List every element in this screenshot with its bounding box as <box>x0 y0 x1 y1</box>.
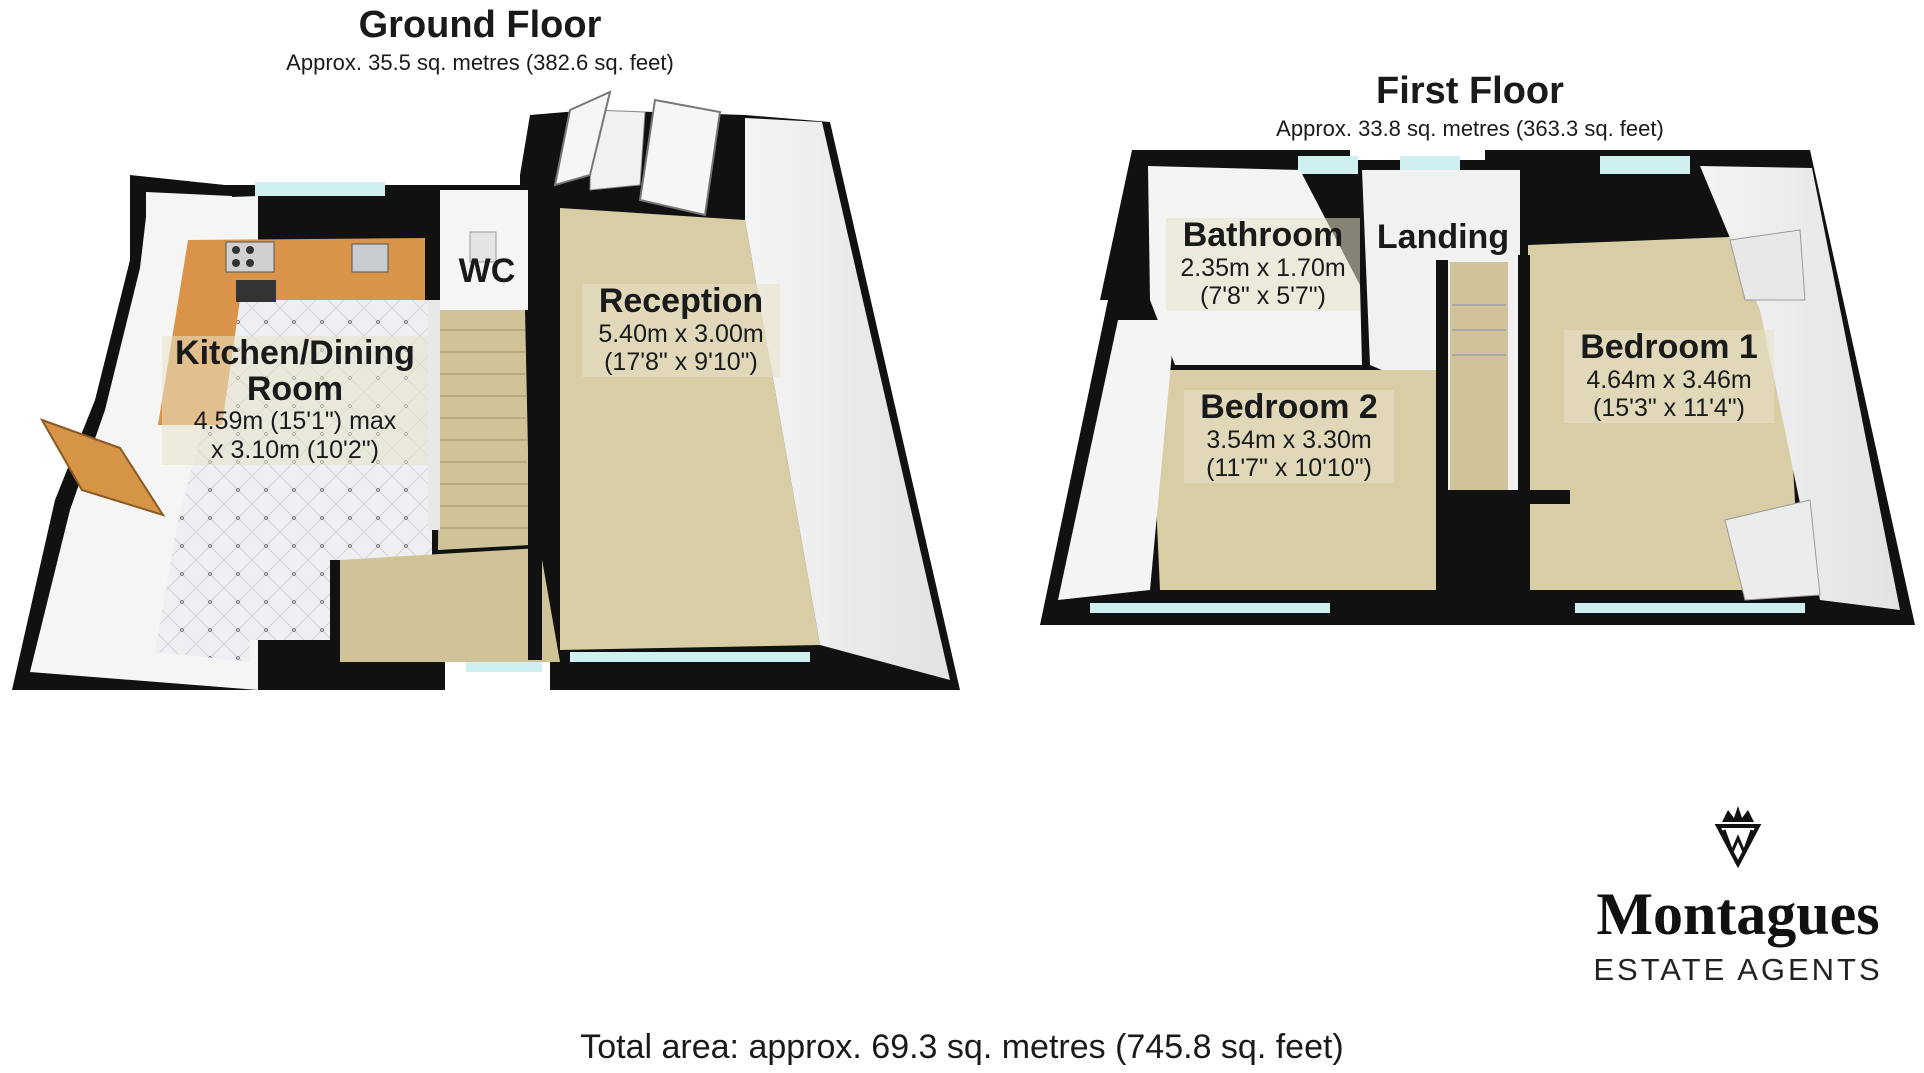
brand-name: Montagues <box>1596 881 1880 947</box>
bathroom-label: Bathroom 2.35m x 1.70m (7'8" x 5'7") <box>1166 216 1360 312</box>
first-floor-title: First Floor <box>1376 70 1564 112</box>
bedroom-2-label: Bedroom 2 3.54m x 3.30m (11'7" x 10'10") <box>1184 388 1394 484</box>
total-area: Total area: approx. 69.3 sq. metres (745… <box>580 1028 1344 1066</box>
reception-label: Reception 5.40m x 3.00m (17'8" x 9'10") <box>582 282 780 378</box>
bathroom-dimension-2: (7'8" x 5'7") <box>1200 282 1326 311</box>
front-door <box>39 418 166 517</box>
bedroom-1-dimension-2: (15'3" x 11'4") <box>1593 394 1745 423</box>
bedroom-2-dimension-1: 3.54m x 3.30m <box>1206 425 1372 454</box>
ground-floor-title: Ground Floor <box>358 4 602 46</box>
first-floor-area: Approx. 33.8 sq. metres (363.3 sq. feet) <box>1276 116 1664 141</box>
kitchen-dimension-2: x 3.10m (10'2") <box>211 436 379 465</box>
bedroom-1-label: Bedroom 1 4.64m x 3.46m (15'3" x 11'4") <box>1564 328 1774 424</box>
staircase <box>438 310 530 550</box>
wc-label: WC <box>446 252 528 290</box>
wc-name: WC <box>458 252 516 290</box>
landing-label: Landing <box>1368 218 1518 256</box>
ground-floor-area: Approx. 35.5 sq. metres (382.6 sq. feet) <box>286 50 674 75</box>
ground-floor-plan <box>12 90 960 690</box>
bedroom-1-name: Bedroom 1 <box>1580 328 1758 366</box>
reception-name: Reception <box>598 282 764 320</box>
bathroom-name: Bathroom <box>1182 216 1344 254</box>
bedroom-1-dimension-1: 4.64m x 3.46m <box>1586 365 1752 394</box>
kitchen-name-line2: Room <box>246 369 344 408</box>
montagues-crown-logo-icon <box>1714 806 1762 869</box>
brand-tagline: ESTATE AGENTS <box>1593 952 1883 987</box>
bedroom-2-dimension-2: (11'7" x 10'10") <box>1206 454 1372 483</box>
kitchen-dining-label: Kitchen/Dining Room 4.59m (15'1") max x … <box>162 334 428 465</box>
reception-dimension-2: (17'8" x 9'10") <box>604 348 758 377</box>
landing-name: Landing <box>1376 218 1510 256</box>
reception-dimension-1: 5.40m x 3.00m <box>598 319 764 348</box>
kitchen-dimension-1: 4.59m (15'1") max <box>193 407 397 436</box>
kitchen-name-line1: Kitchen/Dining <box>175 334 415 372</box>
bedroom-2-name: Bedroom 2 <box>1200 388 1378 426</box>
bathroom-dimension-1: 2.35m x 1.70m <box>1180 253 1346 282</box>
